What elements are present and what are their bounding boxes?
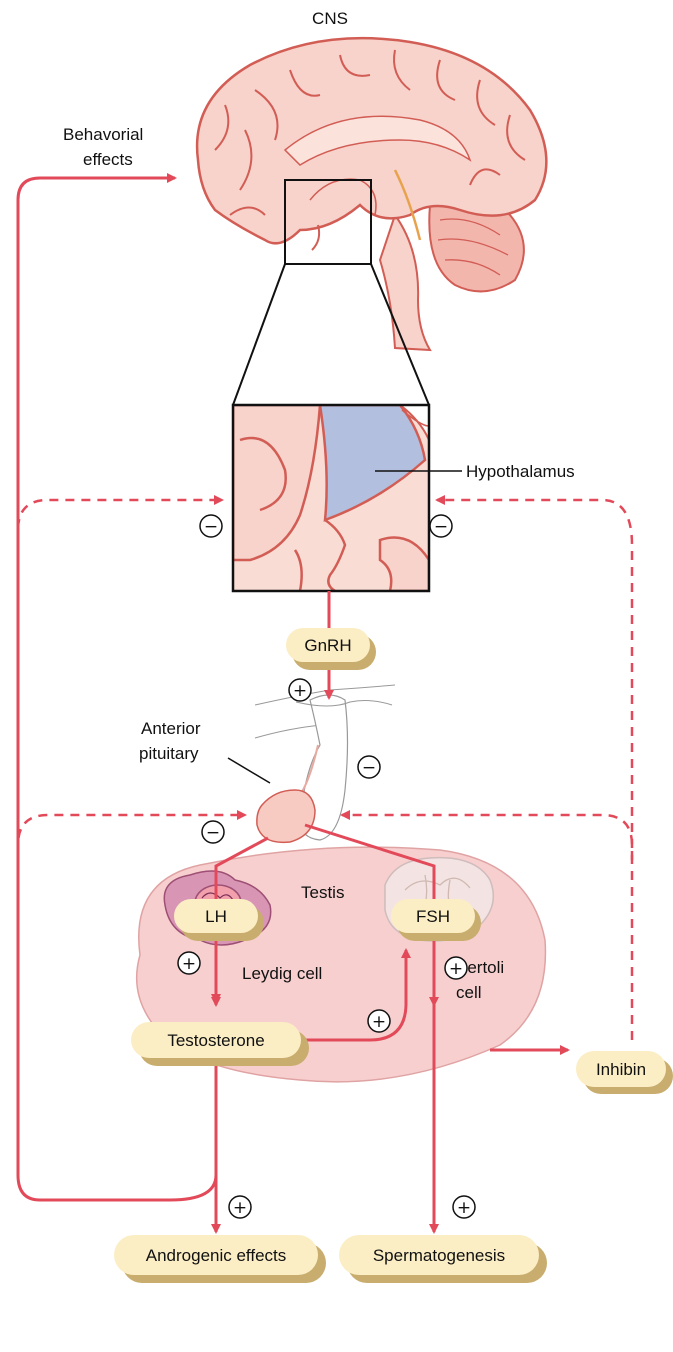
plus-sign-text: + (233, 1198, 247, 1218)
plus-sign-text: + (293, 681, 307, 701)
testosterone-label: Testosterone (167, 1031, 264, 1050)
minus-sign-text: − (362, 758, 376, 778)
behavioral-label-line1: Behavorial (63, 125, 143, 144)
spermatogenesis-label: Spermatogenesis (373, 1246, 505, 1265)
plus-sign-text: + (372, 1012, 386, 1032)
cns-label: CNS (312, 9, 348, 28)
gnrh-pill: GnRH (286, 628, 376, 670)
minus-sign-text: − (206, 823, 220, 843)
plus-sign-text: + (449, 959, 463, 979)
minus-sign-text: − (434, 517, 448, 537)
plus-sign-text: + (457, 1198, 471, 1218)
fsh-pill: FSH (391, 899, 481, 941)
feedback-testosterone-to-hypothalamus (18, 500, 222, 560)
minus-sign-text: − (204, 517, 218, 537)
plus-sign-text: + (182, 954, 196, 974)
behavioral-label-line2: effects (83, 150, 133, 169)
inhibin-pill: Inhibin (576, 1051, 673, 1094)
fsh-label: FSH (416, 907, 450, 926)
zoom-line-left (233, 264, 285, 405)
lh-label: LH (205, 907, 227, 926)
inhibin-label: Inhibin (596, 1060, 646, 1079)
hypothalamus-label: Hypothalamus (466, 462, 575, 481)
hypothalamus-zoom (233, 405, 429, 591)
spermatogenesis-pill: Spermatogenesis (339, 1235, 547, 1283)
brainstem (380, 215, 430, 350)
anterior-pituitary-label-line1: Anterior (141, 719, 201, 738)
androgenic-effects-label: Androgenic effects (146, 1246, 287, 1265)
testis-label: Testis (301, 883, 344, 902)
gnrh-label: GnRH (304, 636, 351, 655)
sertoli-cell-label-line2: cell (456, 983, 482, 1002)
leydig-cell-label: Leydig cell (242, 964, 322, 983)
anterior-pituitary-pointer (228, 758, 270, 783)
testosterone-pill: Testosterone (131, 1022, 309, 1066)
androgenic-effects-pill: Androgenic effects (114, 1235, 326, 1283)
anterior-pituitary-label-line2: pituitary (139, 744, 199, 763)
lh-pill: LH (174, 899, 264, 941)
